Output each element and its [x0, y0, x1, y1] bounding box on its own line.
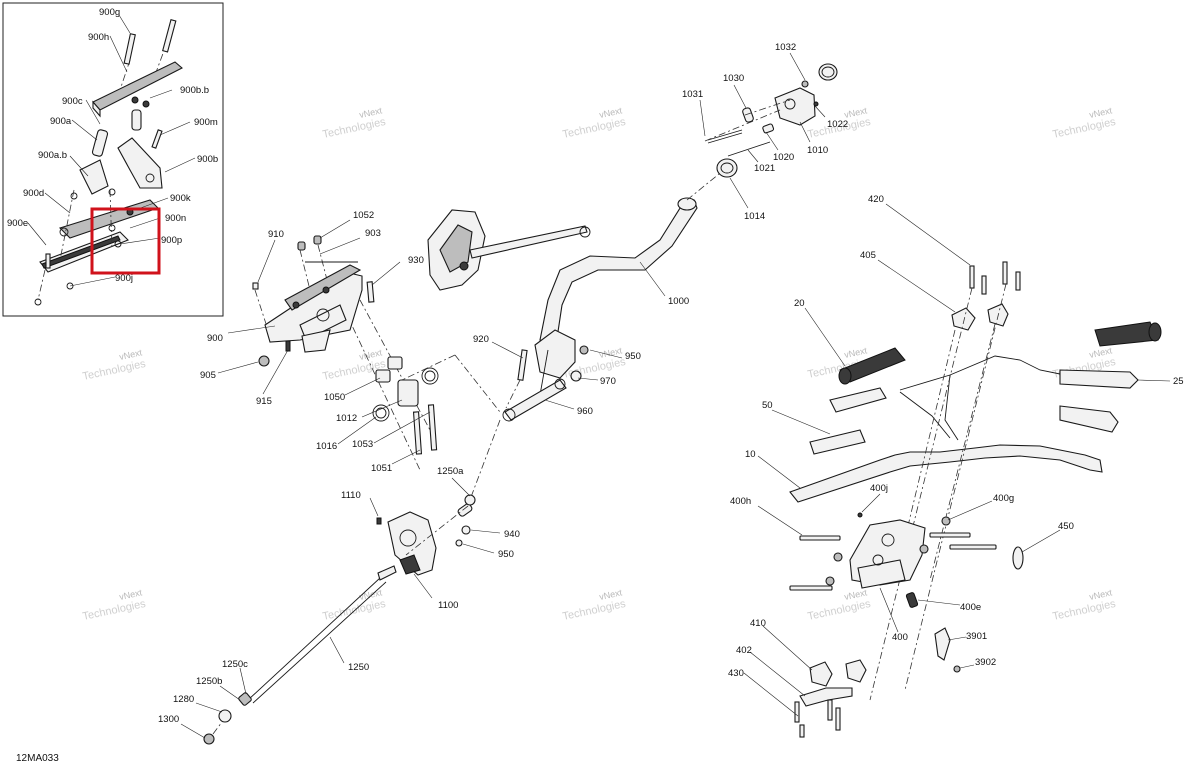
upper-clamp-assembly: 1031 1030 1032 1022 1010 1020 1021 1014: [682, 42, 848, 222]
part-label-50: 50: [762, 400, 773, 411]
watermark-text: vNext: [843, 345, 868, 360]
part-label-400h: 400h: [730, 496, 751, 507]
part-label-20: 20: [794, 298, 805, 309]
part-label-1100: 1100: [438, 600, 458, 611]
part-label-905: 905: [200, 370, 216, 381]
part-label-920: 920: [473, 334, 489, 345]
watermark-text: Technologies: [1051, 116, 1117, 141]
part-label-900b: 900b: [197, 154, 218, 165]
watermark-text: vNext: [358, 587, 383, 602]
watermark-text: vNext: [598, 345, 623, 360]
part-label-960: 960: [577, 406, 593, 417]
part-label-1000: 1000: [668, 296, 689, 307]
part-label-402: 402: [736, 645, 752, 656]
part-label-900p: 900p: [161, 235, 182, 246]
part-label-970: 970: [600, 376, 616, 387]
watermark-text: Technologies: [806, 598, 872, 623]
watermark-text: vNext: [1088, 587, 1113, 602]
watermark-text: vNext: [598, 105, 623, 120]
part-label-1031: 1031: [682, 89, 703, 100]
part-label-940: 940: [504, 529, 520, 540]
watermark-text: vNext: [1088, 345, 1113, 360]
watermark-text: Technologies: [81, 598, 147, 623]
steering-mast-assembly: 1000 920 950 970 960: [401, 164, 731, 506]
part-label-900k: 900k: [170, 193, 191, 204]
inset-detail-panel: 900g 900h 900b.b 900c 900a 900m 900a.b 9…: [2, 2, 224, 317]
part-label-900j: 900j: [115, 273, 133, 284]
part-label-1020: 1020: [773, 152, 794, 163]
part-label-1250: 1250: [348, 662, 369, 673]
part-label-900a: 900a: [50, 116, 72, 127]
part-label-1280: 1280: [173, 694, 194, 705]
part-label-3901: 3901: [966, 631, 987, 642]
part-label-1010: 1010: [807, 145, 828, 156]
steering-bracket-assembly: 910 1052 903 930 900 905 915 1050 1012 1…: [200, 210, 439, 474]
watermark-text: vNext: [358, 347, 383, 362]
watermark-text: vNext: [598, 587, 623, 602]
part-label-1012: 1012: [336, 413, 357, 424]
part-label-450: 450: [1058, 521, 1074, 532]
watermark-text: vNext: [118, 347, 143, 362]
part-label-3902: 3902: [975, 657, 996, 668]
part-label-410: 410: [750, 618, 766, 629]
part-label-10: 10: [745, 449, 756, 460]
part-label-430: 430: [728, 668, 744, 679]
part-label-400j: 400j: [870, 483, 888, 494]
part-label-400e: 400e: [960, 602, 981, 613]
watermark-text: Technologies: [561, 598, 627, 623]
part-label-1300: 1300: [158, 714, 179, 725]
part-label-950b: 950: [498, 549, 514, 560]
part-label-1021: 1021: [754, 163, 775, 174]
part-label-1052: 1052: [353, 210, 374, 221]
part-label-1250c: 1250c: [222, 659, 248, 670]
part-label-910: 910: [268, 229, 284, 240]
watermark-text: Technologies: [81, 358, 147, 383]
watermark-text: vNext: [843, 105, 868, 120]
part-label-1250b: 1250b: [196, 676, 222, 687]
handlebar-assembly: 420 405 20 25 50 10 400j 400h 400g 450 4…: [728, 194, 1184, 738]
part-label-900e: 900e: [7, 218, 28, 229]
part-label-1051: 1051: [371, 463, 392, 474]
part-label-900c: 900c: [62, 96, 83, 107]
highlight-box: [90, 207, 161, 275]
part-label-915: 915: [256, 396, 272, 407]
part-label-900h: 900h: [88, 32, 109, 43]
watermark-text: vNext: [118, 587, 143, 602]
drawing-code: 12MA033: [16, 753, 59, 764]
part-label-900d: 900d: [23, 188, 44, 199]
part-label-1016: 1016: [316, 441, 337, 452]
part-label-900g: 900g: [99, 7, 120, 18]
watermark-text: vNext: [843, 587, 868, 602]
part-label-1053: 1053: [352, 439, 373, 450]
part-label-1014: 1014: [744, 211, 765, 222]
watermark-text: Technologies: [561, 116, 627, 141]
part-label-900n: 900n: [165, 213, 186, 224]
steering-column-assembly: 1250a 1110 940 950 1100 1250 1250c 1250b…: [158, 466, 520, 745]
part-label-420: 420: [868, 194, 884, 205]
part-label-25: 25: [1173, 376, 1184, 387]
part-label-900bb: 900b.b: [180, 85, 209, 96]
watermark-text: Technologies: [1051, 598, 1117, 623]
part-label-1030: 1030: [723, 73, 744, 84]
part-label-900m: 900m: [194, 117, 218, 128]
part-label-405: 405: [860, 250, 876, 261]
part-label-400: 400: [892, 632, 908, 643]
part-label-1050: 1050: [324, 392, 345, 403]
part-label-900ab: 900a.b: [38, 150, 67, 161]
part-label-900: 900: [207, 333, 223, 344]
watermark-text: vNext: [358, 105, 383, 120]
part-label-1022: 1022: [827, 119, 848, 130]
part-label-903: 903: [365, 228, 381, 239]
part-label-1110: 1110: [341, 490, 361, 501]
watermark-text: Technologies: [321, 116, 387, 141]
part-label-1032: 1032: [775, 42, 796, 53]
watermark-text: vNext: [1088, 105, 1113, 120]
part-label-400g: 400g: [993, 493, 1014, 504]
part-label-1250a: 1250a: [437, 466, 464, 477]
part-label-930: 930: [408, 255, 424, 266]
part-label-950a: 950: [625, 351, 641, 362]
